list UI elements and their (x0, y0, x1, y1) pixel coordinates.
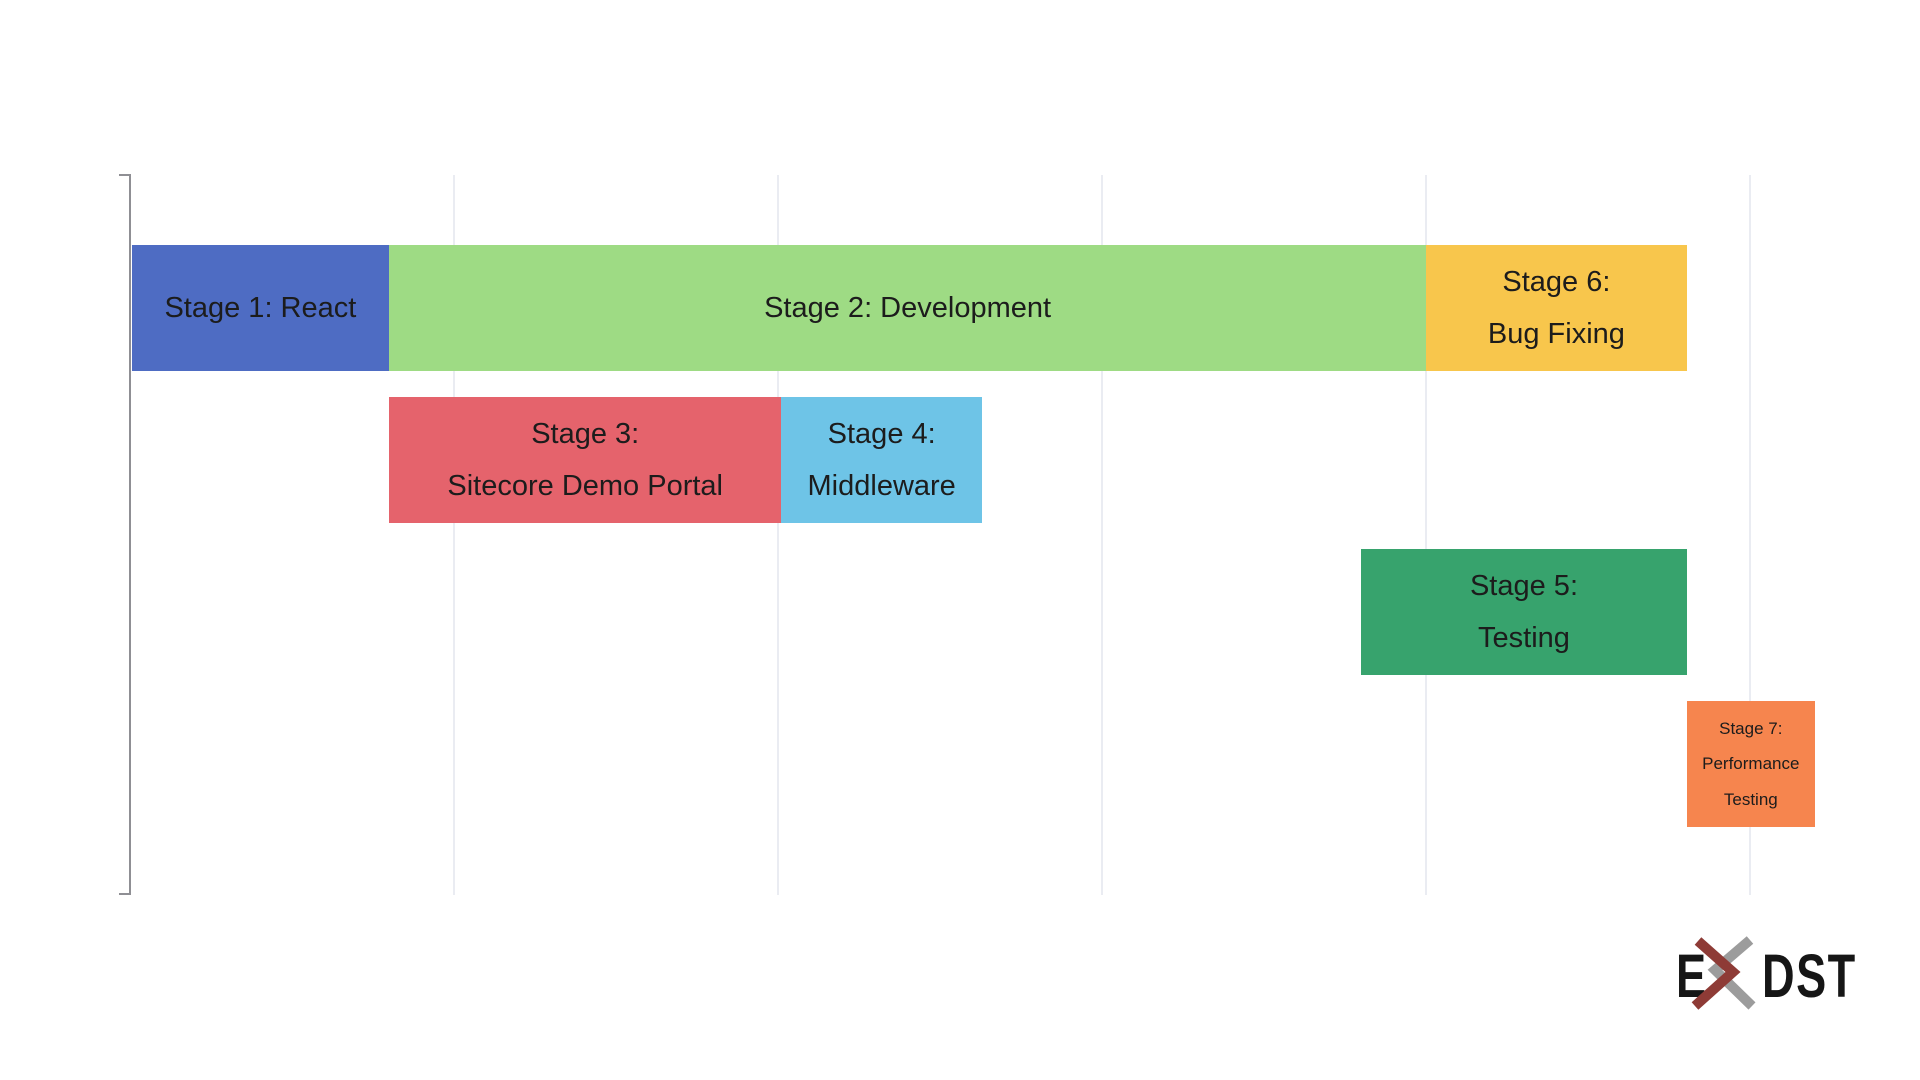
logo-letters-dst: DST (1762, 942, 1857, 1010)
gantt-bar-stage-3: Stage 3: Sitecore Demo Portal (389, 397, 782, 523)
gantt-bar-stage-4: Stage 4: Middleware (781, 397, 983, 523)
bar-label-line: Stage 4: (827, 417, 936, 450)
bar-label-line: Testing (1478, 622, 1570, 654)
bar-label-line: Stage 2: Development (764, 291, 1052, 324)
gridline (1101, 175, 1103, 895)
logo-x-gray-chevron (1707, 936, 1756, 1010)
y-axis-line (129, 175, 131, 895)
bar-label-line: Testing (1723, 789, 1778, 809)
gantt-bar-stage-2: Stage 2: Development (389, 245, 1426, 371)
bar-label-line: Stage 5: (1469, 569, 1578, 602)
bar-label-line: Performance (1702, 754, 1800, 774)
bar-label-line: Stage 6: (1502, 265, 1611, 298)
gantt-bar-stage-6: Stage 6: Bug Fixing (1426, 245, 1687, 371)
gridline (777, 175, 779, 895)
gridline (1749, 175, 1751, 895)
exdst-logo: E DST (1676, 936, 1857, 1011)
axis-top-tick (119, 174, 131, 176)
gridline (453, 175, 455, 895)
bar-label-line: Bug Fixing (1487, 318, 1625, 350)
logo-x-red-chevron (1691, 937, 1741, 1010)
bar-label-line: Stage 1: React (164, 291, 357, 324)
bar-label-line: Middleware (807, 470, 956, 502)
gantt-bar-stage-5: Stage 5: Testing (1361, 549, 1687, 675)
bar-label-line: Stage 3: (531, 417, 640, 450)
bar-label-line: Sitecore Demo Portal (447, 470, 724, 502)
gridline (1425, 175, 1427, 895)
axis-bottom-tick (119, 893, 131, 895)
bar-label-line: Stage 7: (1719, 719, 1783, 739)
gantt-bar-stage-1: Stage 1: React (131, 245, 390, 371)
